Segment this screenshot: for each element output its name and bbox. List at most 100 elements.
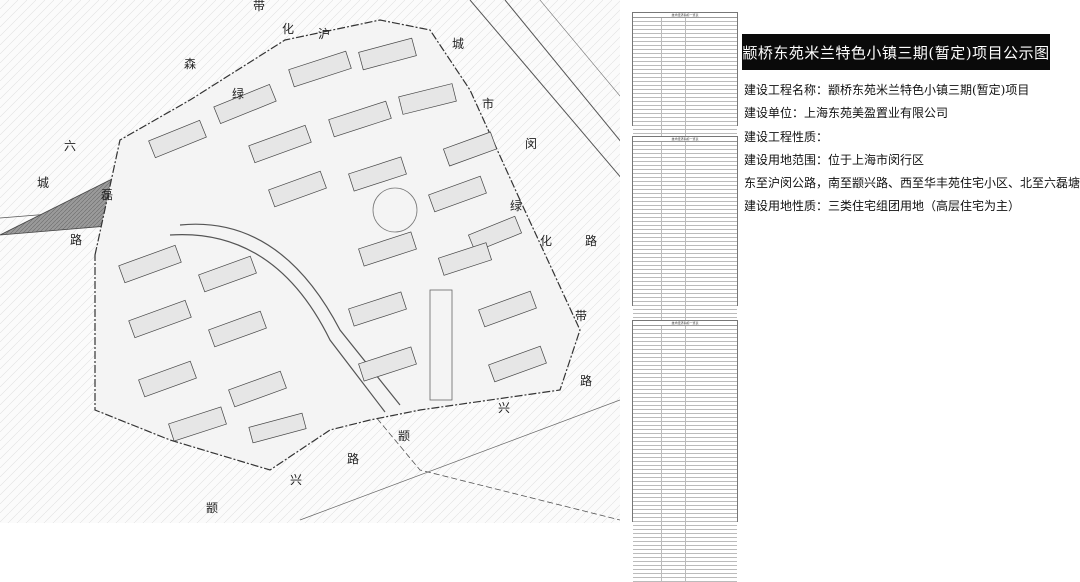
table-row (633, 370, 737, 374)
road-label: 路 (70, 232, 82, 247)
table-row (633, 170, 737, 174)
project-title: 颛桥东苑米兰特色小镇三期(暂定)项目公示图 (742, 34, 1050, 70)
table-row (633, 22, 737, 26)
table-row (633, 190, 737, 194)
site-plan-drawing: 沪城市闵绿化路带路兴颛路兴颛森绿化带城六磊路 (0, 0, 620, 523)
table-row (633, 150, 737, 154)
table-row (633, 114, 737, 118)
building-block (488, 345, 547, 383)
table-row (633, 414, 737, 418)
road-label: 城 (452, 37, 464, 51)
table-row (633, 486, 737, 490)
road-label: 绿 (510, 198, 522, 213)
building-block (148, 119, 207, 159)
building-block (328, 100, 392, 138)
road-label: 兴 (290, 473, 302, 487)
table-row (633, 382, 737, 386)
table-row (633, 466, 737, 470)
table-row (633, 258, 737, 262)
table-row (633, 490, 737, 494)
table-row (633, 62, 737, 66)
project-title-text: 颛桥东苑米兰特色小镇三期(暂定)项目公示图 (742, 43, 1050, 62)
building-block (428, 175, 487, 213)
info-boundaries: 东至沪闵公路，南至颛兴路、西至华丰苑住宅小区、北至六磊塘 (744, 176, 1080, 191)
table-row (633, 278, 737, 282)
table-row (633, 242, 737, 246)
building-block (208, 310, 267, 348)
table-row (633, 26, 737, 30)
indicator-table-title: 技术经济指标一览表 (633, 137, 737, 142)
table-row (633, 374, 737, 378)
table-row (633, 350, 737, 354)
table-row (633, 234, 737, 238)
table-row (633, 434, 737, 438)
table-row (633, 70, 737, 74)
table-row (633, 518, 737, 522)
table-row (633, 354, 737, 358)
indicator-table-title: 技术经济指标一览表 (633, 321, 737, 326)
road-label: 颛 (206, 501, 218, 515)
table-row (633, 130, 737, 134)
table-row (633, 262, 737, 266)
table-row (633, 286, 737, 290)
table-row (633, 310, 737, 314)
road-label: 路 (580, 373, 592, 388)
table-row (633, 154, 737, 158)
table-row (633, 506, 737, 510)
table-row (633, 438, 737, 442)
table-row (633, 38, 737, 42)
table-row (633, 446, 737, 450)
info-project-nature: 建设工程性质： (744, 129, 829, 144)
road-label: 绿 (232, 86, 244, 101)
table-row (633, 274, 737, 278)
table-row (633, 294, 737, 298)
info-developer: 建设单位：上海东苑美盈置业有限公司 (744, 106, 949, 121)
table-row (633, 402, 737, 406)
table-row (633, 90, 737, 94)
building-block (478, 290, 537, 328)
table-row (633, 98, 737, 102)
building-block (138, 360, 197, 398)
table-row (633, 346, 737, 350)
table-row (633, 326, 737, 330)
table-row (633, 182, 737, 186)
road-label: 磊 (101, 188, 113, 202)
building-block (398, 83, 457, 115)
table-row (633, 330, 737, 334)
table-row (633, 270, 737, 274)
table-row (633, 110, 737, 114)
table-row (633, 122, 737, 126)
table-row (633, 82, 737, 86)
table-row (633, 194, 737, 198)
building-block (168, 406, 227, 442)
table-row (633, 394, 737, 398)
table-row (633, 146, 737, 150)
table-row (633, 454, 737, 458)
table-row (633, 94, 737, 98)
info-land-scope: 建设用地范围：位于上海市闵行区 (744, 152, 925, 167)
table-row (633, 366, 737, 370)
table-row (633, 502, 737, 506)
table-row (633, 118, 737, 122)
building-block (438, 242, 492, 276)
building-block (348, 156, 407, 192)
table-row (633, 226, 737, 230)
table-row (633, 494, 737, 498)
table-row (633, 198, 737, 202)
table-row (633, 442, 737, 446)
table-row (633, 306, 737, 310)
table-row (633, 334, 737, 338)
road-label: 带 (253, 0, 265, 13)
building-block (213, 83, 277, 125)
table-row (633, 314, 737, 318)
table-row (633, 206, 737, 210)
road-label: 带 (575, 309, 587, 323)
table-row (633, 426, 737, 430)
table-row (633, 202, 737, 206)
info-land-use: 建设用地性质：三类住宅组团用地（高层住宅为主） (744, 199, 1021, 214)
indicator-table-title: 技术经济指标一览表 (633, 13, 737, 18)
table-row (633, 266, 737, 270)
road-label: 路 (347, 451, 359, 466)
table-row (633, 510, 737, 514)
table-row (633, 342, 737, 346)
